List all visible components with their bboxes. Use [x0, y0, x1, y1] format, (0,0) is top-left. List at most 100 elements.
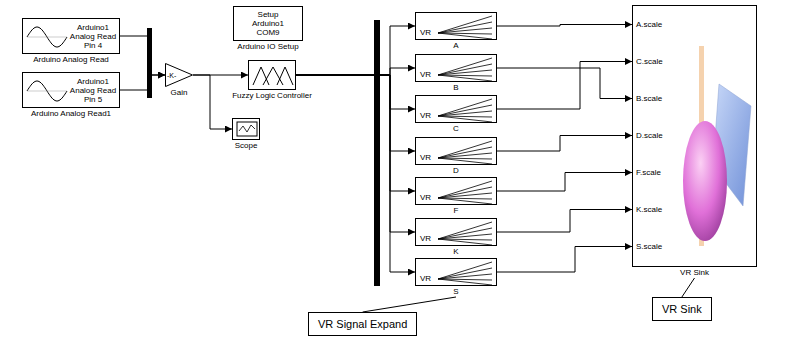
block-label-row: D — [415, 166, 497, 176]
vr-shape: VR — [415, 177, 497, 205]
block-text: VR Sink — [662, 302, 702, 316]
block-text: Setup Arduino1 COM9 — [243, 10, 293, 37]
signal-line — [296, 75, 415, 109]
signal-line — [497, 173, 632, 192]
block-label: Arduino Analog Read1 — [31, 109, 111, 119]
ar-block: Arduino1 Analog Read Pin 4 Arduino Analog… — [22, 18, 120, 65]
port-label: D.scale — [636, 131, 663, 140]
port-label: C.scale — [636, 57, 663, 66]
block-label: Fuzzy Logic Controller — [232, 91, 312, 101]
leader-line — [363, 297, 456, 312]
block-text: VR — [420, 193, 431, 202]
vr-shape: VR — [415, 137, 497, 165]
callout-block: VR Signal Expand — [308, 312, 417, 336]
port-label: K.scale — [636, 205, 662, 214]
block-text: VR — [420, 274, 431, 283]
signal-line — [120, 75, 165, 90]
block-label-row: K — [415, 247, 497, 257]
block-text: VR — [420, 234, 431, 243]
setup-block: Setup Arduino1 COM9Arduino IO Setup — [233, 6, 303, 52]
scope-icon — [233, 119, 261, 141]
signal-line — [497, 25, 632, 27]
callout-block: VR Sink — [652, 297, 712, 321]
block-label-row: S — [415, 287, 497, 297]
signal-line — [497, 136, 632, 152]
gain-block: -K- Gain — [165, 63, 193, 98]
block-label: VR Sink — [680, 268, 709, 278]
block-text: VR — [420, 153, 431, 162]
block-label: K — [453, 247, 458, 257]
signal-line — [120, 36, 165, 75]
block-label-row: Arduino Analog Read1 — [22, 109, 120, 119]
block-label: C — [453, 124, 459, 134]
block-label-row: C — [415, 124, 497, 134]
vr-block: VR B — [415, 54, 497, 93]
block-label: Arduino IO Setup — [237, 42, 298, 52]
block-label: S — [453, 287, 458, 297]
scope-block: Scope — [232, 118, 260, 151]
block-label: Gain — [171, 88, 188, 98]
vr-shape: VR — [415, 95, 497, 123]
ar-block: Arduino1 Analog Read Pin 5 Arduino Analog… — [22, 72, 120, 119]
signal-line — [296, 26, 415, 75]
block-text: VR Signal Expand — [318, 317, 407, 331]
block-label-row: B — [415, 83, 497, 93]
vr-shape: VR — [415, 258, 497, 286]
signal-line — [296, 75, 415, 232]
callout-box: VR Sink — [652, 297, 712, 321]
port-label: A.scale — [636, 20, 662, 29]
block-label-row: Arduino Analog Read — [22, 55, 120, 65]
block-label: Arduino Analog Read — [33, 55, 109, 65]
vr-block: VR S — [415, 258, 497, 297]
signal-line — [193, 75, 232, 129]
signal-line — [296, 75, 415, 191]
signal-line — [497, 210, 632, 233]
callout-box: VR Signal Expand — [308, 312, 417, 336]
block-label-row: A — [415, 41, 497, 51]
port-label: F.scale — [636, 168, 661, 177]
vr-shape: VR — [415, 218, 497, 246]
block-label: B — [453, 83, 458, 93]
signal-line — [296, 75, 415, 151]
vr-shape: VR — [415, 12, 497, 40]
block-text: Arduino1 Analog Read Pin 4 — [69, 23, 117, 50]
sink-shape: A.scaleC.scaleB.scaleD.scaleF.scaleK.sca… — [632, 5, 757, 267]
vr-block: VR A — [415, 12, 497, 51]
fuzzy-shape — [248, 60, 296, 90]
block-label-row: Arduino IO Setup — [233, 42, 303, 52]
block-text: VR — [420, 111, 431, 120]
block-label: D — [453, 166, 459, 176]
block-text: VR — [420, 70, 431, 79]
block-text: VR — [420, 28, 431, 37]
block-label-row: F — [415, 206, 497, 216]
sink-block: A.scaleC.scaleB.scaleD.scaleF.scaleK.sca… — [632, 5, 757, 278]
vr-block: VR F — [415, 177, 497, 216]
setup-shape: Setup Arduino1 COM9 — [233, 6, 303, 41]
block-label: F — [454, 206, 459, 216]
block-label: Scope — [235, 141, 258, 151]
signal-line — [497, 68, 632, 99]
vr-block: VR C — [415, 95, 497, 134]
ar-shape: Arduino1 Analog Read Pin 5 — [22, 72, 120, 108]
block-label-row: Fuzzy Logic Controller — [248, 91, 296, 101]
block-label-row: Gain — [165, 88, 193, 98]
block-label-row: VR Sink — [632, 268, 757, 278]
fuzzy-icon — [249, 61, 297, 91]
signal-line — [497, 247, 632, 273]
signal-line — [296, 68, 415, 75]
vr-block: VR K — [415, 218, 497, 257]
demux-bar — [374, 20, 380, 286]
block-label-row: Scope — [232, 141, 260, 151]
block-text: Arduino1 Analog Read Pin 5 — [69, 77, 117, 104]
scope-shape — [232, 118, 260, 140]
signal-line — [497, 62, 632, 110]
block-text: -K- — [167, 71, 176, 80]
ar-shape: Arduino1 Analog Read Pin 4 — [22, 18, 120, 54]
block-label: A — [453, 41, 458, 51]
leader-line — [682, 278, 695, 297]
vr-shape: VR — [415, 54, 497, 82]
gain-shape: -K- — [165, 63, 193, 87]
port-label: B.scale — [636, 94, 662, 103]
fuzzy-block: Fuzzy Logic Controller — [248, 60, 296, 101]
